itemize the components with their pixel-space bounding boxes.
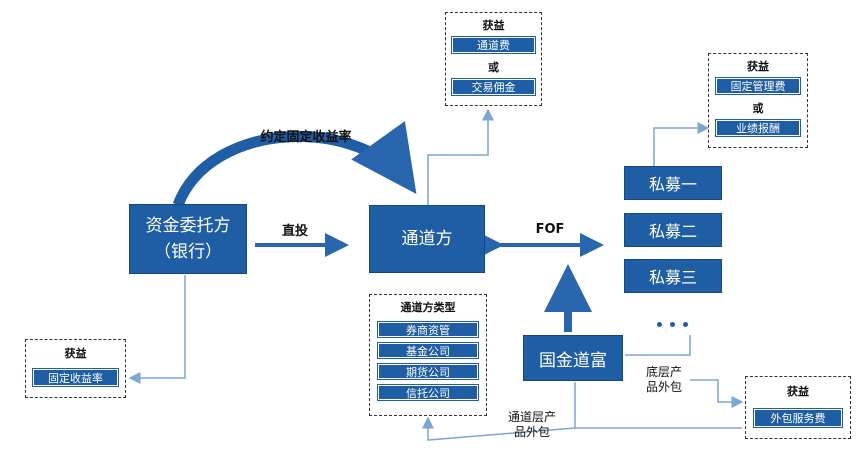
- client-income-box: 获益 固定收益率: [25, 339, 126, 398]
- income-title: 获益: [747, 60, 769, 73]
- client-sub: （银行）: [154, 242, 222, 262]
- income-title: 获益: [482, 19, 505, 32]
- private-fund-2: 私募二: [624, 213, 722, 247]
- channel-income-line: [427, 108, 494, 205]
- private-income-line: [653, 122, 710, 168]
- direct-label: 直投: [281, 224, 308, 239]
- or-label: 或: [752, 102, 764, 115]
- channel-outsource-label: 通道层产 品外包: [507, 410, 556, 439]
- ellipsis-dot: [670, 322, 675, 327]
- outsource-line: [690, 379, 744, 408]
- performance-fee-item: 业绩报酬: [715, 119, 801, 137]
- ellipsis-dot: [657, 322, 662, 327]
- channel-type-item: 券商资管: [377, 321, 479, 338]
- commission-item: 交易佣金: [451, 78, 536, 96]
- guojin-node: 国金道富: [523, 335, 623, 381]
- channel-type-item: 期货公司: [377, 363, 479, 380]
- channel-type-item: 基金公司: [377, 342, 479, 359]
- client-income-line: [128, 275, 186, 384]
- private-fund-1: 私募一: [624, 166, 722, 200]
- private-fund-3: 私募三: [624, 259, 722, 293]
- channel-outsource-return: [422, 416, 576, 441]
- fixed-rate-item: 固定收益率: [32, 368, 119, 387]
- income-title: 获益: [64, 347, 87, 360]
- fof-label: FOF: [535, 222, 565, 237]
- channel-types-title: 通道方类型: [400, 301, 456, 314]
- bottom-outsource-label: 底层产 品外包: [645, 365, 682, 394]
- private-income-box: 获益 固定管理费 或 业绩报酬: [708, 53, 808, 148]
- fixed-rate-label: 约定固定收益率: [260, 130, 352, 145]
- or-label: 或: [488, 61, 499, 74]
- fixed-rate-arrow: [172, 121, 417, 208]
- client-name: 资金委托方: [145, 216, 231, 236]
- channel-type-item: 信托公司: [377, 384, 479, 401]
- channel-types-box: 通道方类型 券商资管 基金公司 期货公司 信托公司: [369, 294, 487, 416]
- ellipsis-dot: [683, 322, 688, 327]
- income-title: 获益: [787, 385, 809, 398]
- channel-income-box: 获益 通道费 或 交易佣金: [445, 12, 542, 106]
- bottom-outsource-line: [625, 335, 691, 356]
- channel-fee-item: 通道费: [451, 36, 536, 54]
- channel-node: 通道方: [369, 205, 485, 273]
- outsource-income-box: 获益 外包服务费: [745, 376, 851, 439]
- client-node: 资金委托方 （银行）: [129, 204, 247, 274]
- outsource-fee-item: 外包服务费: [753, 408, 843, 428]
- management-fee-item: 固定管理费: [715, 77, 801, 95]
